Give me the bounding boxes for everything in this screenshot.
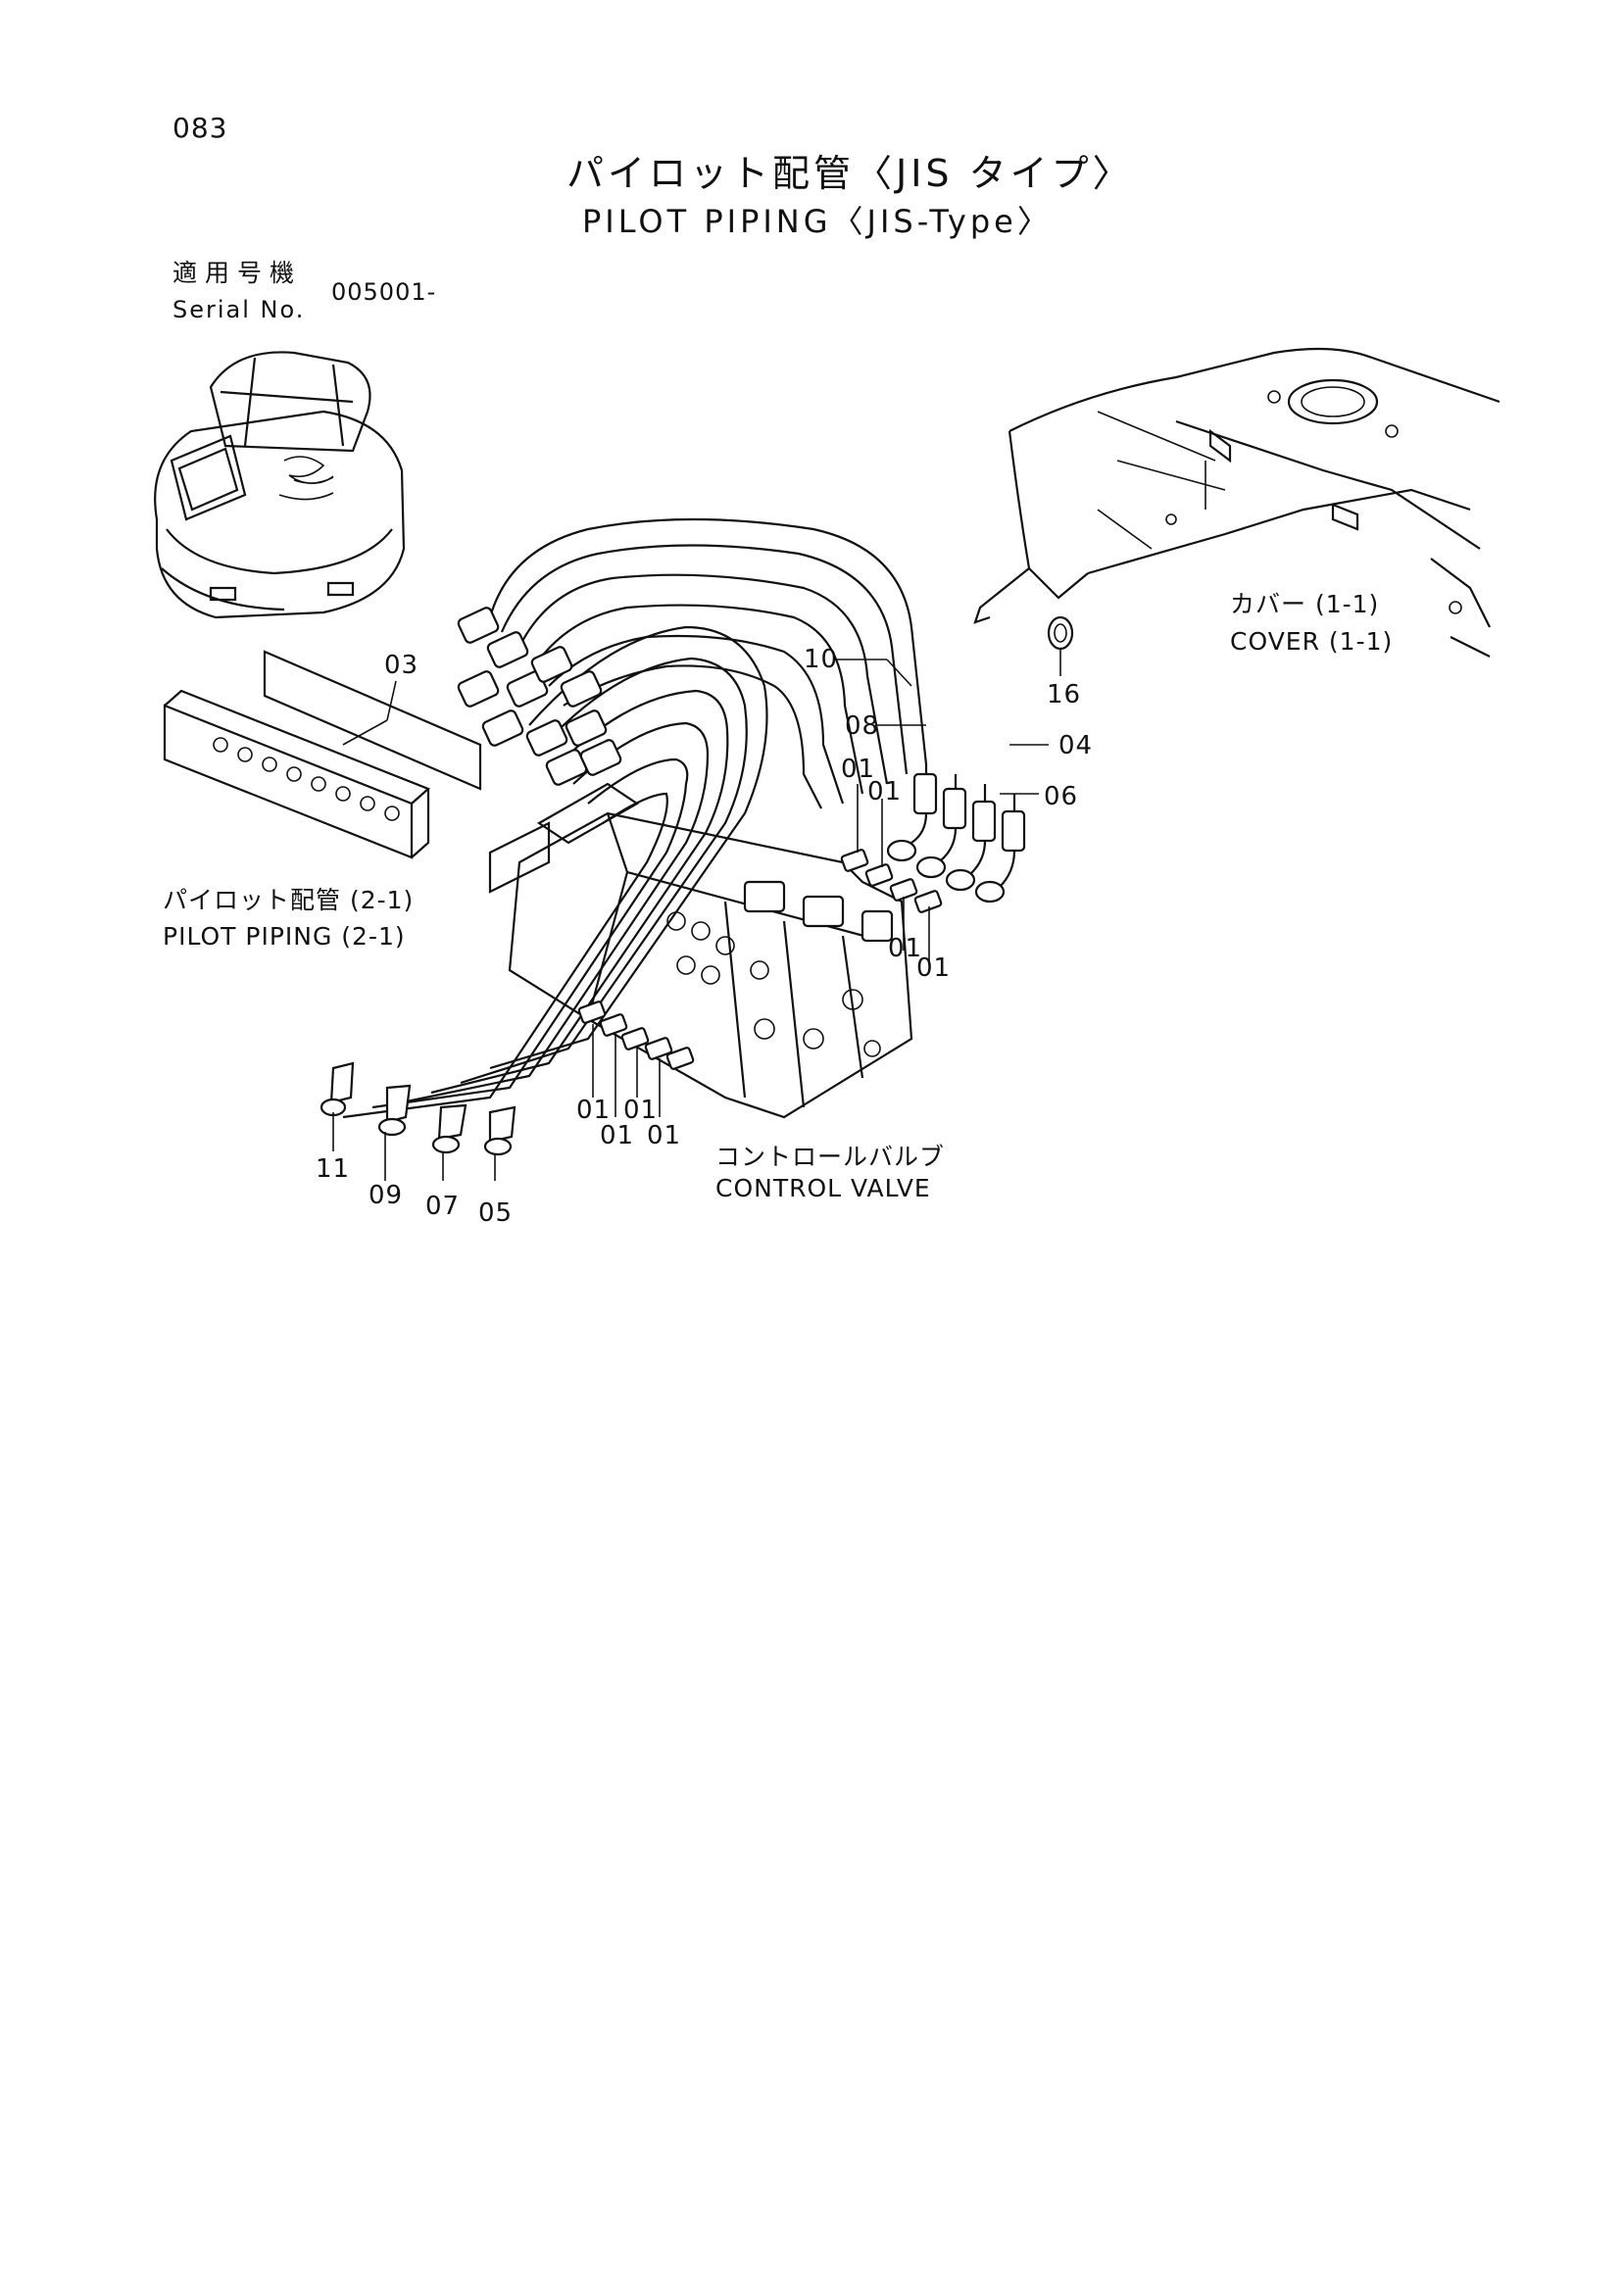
machine-overview-illustration [154, 351, 406, 619]
callout-16: 16 [1047, 680, 1082, 709]
leader-03b [342, 719, 388, 746]
callout-01-c: 01 [888, 934, 923, 963]
callout-01-b: 01 [867, 777, 903, 806]
page-title-jp: パイロット配管〈JIS タイプ〉 [566, 152, 1134, 195]
page-number: 083 [172, 112, 228, 144]
left-hose-fittings [457, 607, 622, 786]
right-hose-fittings [886, 764, 1026, 904]
callout-01-h: 01 [647, 1121, 682, 1150]
callout-04: 04 [1058, 731, 1094, 760]
ref-valve-en: CONTROL VALVE [715, 1174, 931, 1202]
cover-structure [973, 347, 1500, 658]
callout-01-g: 01 [623, 1096, 659, 1125]
leader-lines [332, 659, 1049, 1181]
grommet-part-16 [1047, 615, 1074, 676]
ref-pilot-jp: パイロット配管 (2-1) [163, 886, 415, 914]
callout-01-e: 01 [576, 1096, 612, 1125]
serial-label-jp: 適用号機 [172, 259, 303, 287]
callout-05: 05 [478, 1198, 514, 1228]
ref-cover-en: COVER (1-1) [1230, 627, 1394, 656]
leader-03 [386, 680, 397, 721]
serial-value: 005001- [331, 278, 437, 306]
callout-10: 10 [804, 645, 839, 674]
ref-cover-jp: カバー (1-1) [1230, 590, 1380, 618]
callout-01-f: 01 [600, 1121, 635, 1150]
ref-pilot-en: PILOT PIPING (2-1) [163, 922, 406, 951]
ref-valve-jp: コントロールバルブ [715, 1143, 946, 1171]
page-title-en: PILOT PIPING〈JIS-Type〉 [582, 203, 1053, 240]
fittings-01-left [577, 1001, 695, 1070]
lower-elbow-fittings [320, 1061, 516, 1156]
callout-06: 06 [1044, 782, 1079, 811]
callout-01-d: 01 [916, 953, 952, 983]
callout-03: 03 [384, 651, 419, 680]
serial-label-en: Serial No. [172, 296, 306, 323]
callout-08: 08 [845, 711, 880, 741]
callout-07: 07 [425, 1192, 461, 1221]
control-valve-block [488, 782, 913, 1119]
fittings-01-right [840, 849, 943, 913]
callout-01-a: 01 [841, 755, 876, 784]
bracket-part-03 [163, 650, 482, 859]
callout-09: 09 [369, 1181, 404, 1210]
callout-11: 11 [316, 1154, 351, 1184]
